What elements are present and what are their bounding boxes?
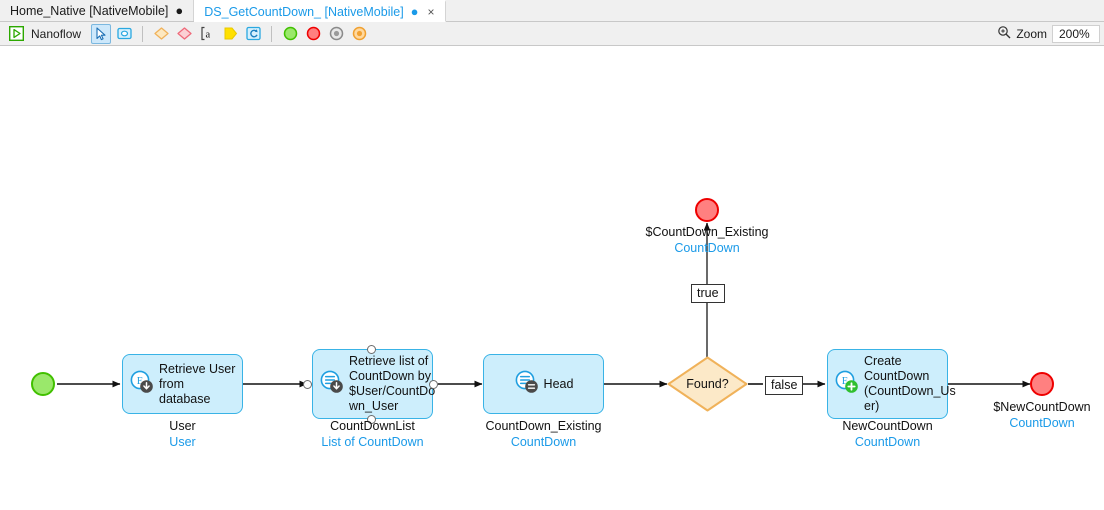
zoom-value-input[interactable]: 200% xyxy=(1052,25,1100,43)
caption-type: CountDown xyxy=(510,435,577,449)
retrieve-entity-icon: E xyxy=(129,369,154,399)
end-event-existing[interactable] xyxy=(695,198,719,222)
tab-label: DS_GetCountDown_ [NativeMobile] xyxy=(204,4,404,19)
activity-retrieve-countdown-list[interactable]: Retrieve list of CountDown by $User/Coun… xyxy=(312,349,436,419)
tool-group: a xyxy=(91,23,369,44)
end-event-new[interactable] xyxy=(1030,372,1054,396)
create-object-icon: E xyxy=(834,369,859,399)
tab-ds-getcountdown[interactable]: DS_GetCountDown_ [NativeMobile] ● × xyxy=(194,0,446,22)
activity-label: Head xyxy=(543,376,574,391)
caption-type: CountDown xyxy=(1009,416,1075,430)
caption-name: $CountDown_Existing xyxy=(645,225,769,239)
resize-handle-top[interactable] xyxy=(367,345,376,354)
svg-text:a: a xyxy=(206,30,211,41)
svg-text:E: E xyxy=(137,376,143,387)
resize-handle-left[interactable] xyxy=(303,380,312,389)
svg-text:E: E xyxy=(842,376,848,387)
caption-name: CountDown_Existing xyxy=(485,419,602,433)
flow-label-true[interactable]: true xyxy=(691,284,725,303)
close-icon[interactable]: × xyxy=(427,4,435,19)
activity-caption-head: CountDown_Existing CountDown xyxy=(458,418,629,450)
red-diamond-icon[interactable] xyxy=(174,24,194,44)
end-event-caption-new: $NewCountDown CountDown xyxy=(962,399,1104,431)
resize-handle-bottom[interactable] xyxy=(367,415,376,424)
caption-type: List of CountDown xyxy=(321,435,424,449)
decision-label: Found? xyxy=(686,377,729,391)
orange-diamond-icon[interactable] xyxy=(151,24,171,44)
list-head-icon xyxy=(514,369,539,399)
zoom-control: Zoom 200% xyxy=(997,22,1100,46)
toolbar: Nanoflow a xyxy=(0,22,1104,46)
caption-name: NewCountDown xyxy=(842,419,933,433)
resize-handle-right[interactable] xyxy=(429,380,438,389)
zoom-label: Zoom xyxy=(1016,27,1047,41)
annotation-icon[interactable] xyxy=(114,24,134,44)
caption-type: User xyxy=(169,435,196,449)
yellow-arrow-icon[interactable] xyxy=(220,24,240,44)
activity-caption-countdown-list: CountDownList List of CountDown xyxy=(312,418,433,450)
flow-label-false[interactable]: false xyxy=(765,376,804,395)
tab-label: Home_Native [NativeMobile] xyxy=(10,3,169,18)
activity-label: Retrieve list of CountDown by $User/Coun… xyxy=(349,354,436,413)
caption-type: CountDown xyxy=(854,435,921,449)
caption-name: $NewCountDown xyxy=(993,400,1091,414)
decision-found[interactable]: Found? xyxy=(667,356,748,412)
red-circle-icon[interactable] xyxy=(303,24,323,44)
flow-canvas[interactable]: E Retrieve User from database User User xyxy=(0,46,1104,509)
caption-type: CountDown xyxy=(674,241,740,255)
activity-label: Retrieve User from database xyxy=(159,361,236,406)
unsaved-dot-icon: ● xyxy=(410,4,419,19)
orange-donut-icon[interactable] xyxy=(349,24,369,44)
text-parameter-icon[interactable]: a xyxy=(197,24,217,44)
end-event-caption-existing: $CountDown_Existing CountDown xyxy=(617,224,797,256)
activity-caption-create-countdown: NewCountDown CountDown xyxy=(817,418,958,450)
toolbar-divider xyxy=(271,25,273,42)
tab-bar: Home_Native [NativeMobile] ● DS_GetCount… xyxy=(0,0,1104,22)
activity-caption-retrieve-user: User User xyxy=(122,418,243,450)
caption-name: User xyxy=(169,419,196,433)
toolbar-divider xyxy=(142,25,144,42)
activity-label: Create CountDown (CountDown_Us er) xyxy=(864,354,956,413)
loop-refresh-icon[interactable] xyxy=(243,24,263,44)
start-event[interactable] xyxy=(31,372,55,396)
green-circle-icon[interactable] xyxy=(280,24,300,44)
tab-home-native[interactable]: Home_Native [NativeMobile] ● xyxy=(0,0,195,21)
retrieve-list-icon xyxy=(319,369,344,399)
unsaved-dot-icon: ● xyxy=(175,3,184,18)
caption-name: CountDownList xyxy=(330,419,415,433)
nanoflow-play-icon[interactable] xyxy=(6,24,26,44)
mode-label: Nanoflow xyxy=(31,26,82,41)
cursor-arrow-icon[interactable] xyxy=(91,23,112,44)
gray-donut-icon[interactable] xyxy=(326,24,346,44)
activity-create-countdown[interactable]: E Create CountDown (CountDown_Us er) xyxy=(827,349,956,419)
activity-head[interactable]: Head xyxy=(483,354,604,414)
magnifier-icon[interactable] xyxy=(997,25,1011,44)
activity-retrieve-user[interactable]: E Retrieve User from database xyxy=(122,354,243,414)
